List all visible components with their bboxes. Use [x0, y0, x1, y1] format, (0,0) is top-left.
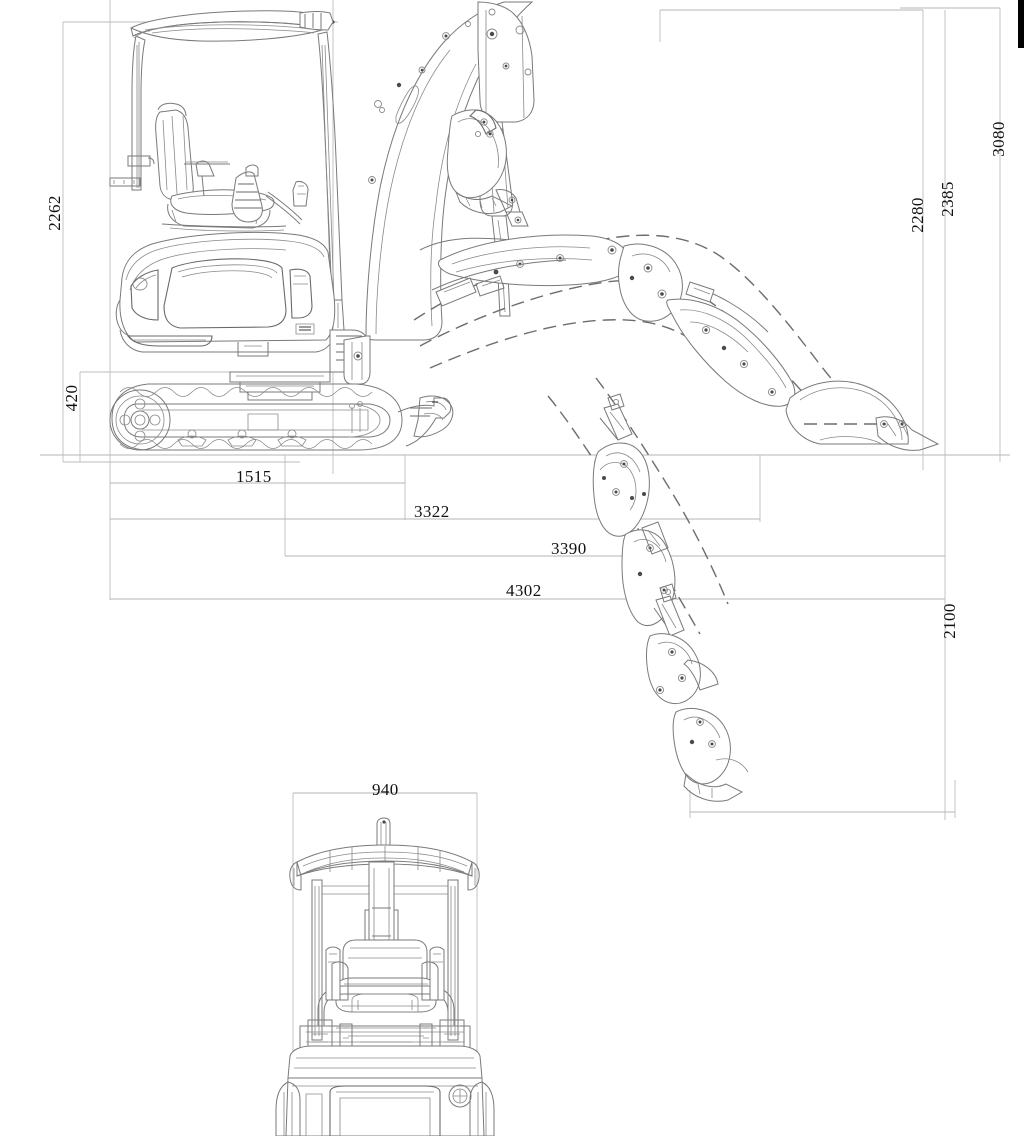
dim-label-2280: 2280 — [908, 197, 927, 233]
dim-label-2262: 2262 — [45, 195, 64, 231]
dim-label-420: 420 — [62, 384, 81, 412]
boom-digging-down — [547, 377, 749, 802]
front-elevation-view — [275, 792, 495, 1136]
boom-raised — [343, 1, 535, 385]
dim-label-3080: 3080 — [989, 121, 1008, 157]
dim-label-940: 940 — [372, 780, 399, 799]
canopy-assembly — [130, 10, 345, 331]
dimension-line-network — [40, 0, 1010, 820]
dipper-arm-detail — [419, 234, 940, 451]
undercarriage-track — [109, 371, 454, 451]
scan-edge-artifact — [1018, 0, 1024, 48]
operator-station — [109, 102, 309, 232]
dim-label-4302: 4302 — [506, 581, 542, 600]
dim-label-3390: 3390 — [551, 539, 587, 558]
dim-label-1515: 1515 — [236, 467, 272, 486]
dim-label-3322: 3322 — [414, 502, 450, 521]
dim-label-2100: 2100 — [940, 603, 959, 639]
boom-extended-reach — [413, 234, 940, 802]
dim-label-2385: 2385 — [938, 181, 957, 217]
